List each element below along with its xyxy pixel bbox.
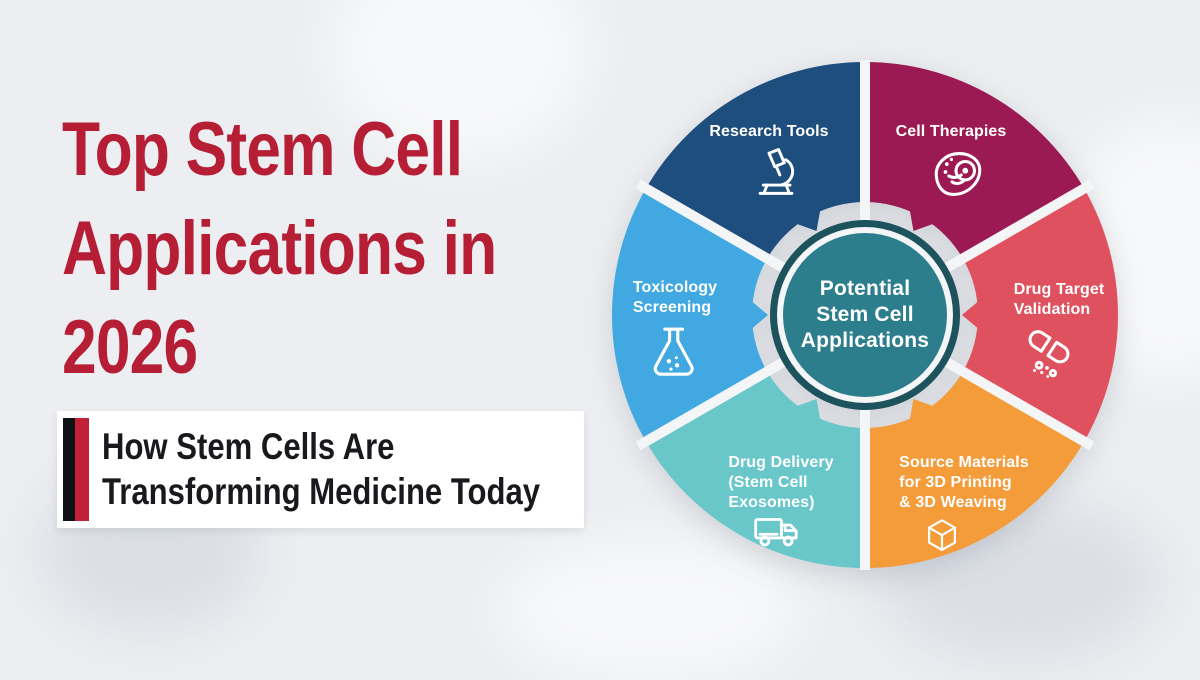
segment-label-line: Exosomes): [728, 494, 815, 511]
segment-source-materials-3d-label: Source Materials for 3D Printing & 3D Weav…: [899, 453, 1029, 513]
segment-gap: [635, 356, 788, 451]
segment-label-line: for 3D Printing: [899, 474, 1012, 491]
subtitle-bar-red: [75, 418, 89, 521]
segment-label-line: Drug Target: [1013, 281, 1105, 298]
page-title-line: 2026: [62, 305, 198, 390]
segment-label-line: Screening: [632, 299, 712, 316]
segment-label-line: Drug Delivery: [728, 454, 834, 471]
subtitle-accent-bars: [63, 418, 89, 521]
segment-gap: [942, 356, 1095, 451]
page-title: Top Stem Cell Applications in 2026: [62, 100, 497, 397]
capsule-icon: [1020, 327, 1078, 385]
segment-research-tools-arc: [645, 62, 865, 259]
subtitle-line: Transforming Medicine Today: [102, 471, 541, 512]
segment-label-line: Toxicology: [632, 279, 718, 296]
subtitle-text: How Stem Cells Are Transforming Medicine…: [102, 424, 540, 514]
wheel-center-line: Potential: [819, 277, 911, 300]
microscope-icon: [748, 145, 804, 201]
wheel-center-line: Stem Cell: [816, 303, 914, 326]
segment-research-tools-pointer: [794, 207, 821, 231]
wheel-center-line: Applications: [800, 329, 930, 352]
segment-source-materials-3d-pointer: [909, 399, 936, 423]
subtitle-bar-black: [63, 418, 75, 521]
truck-icon: [752, 506, 806, 560]
segment-drug-target-validation-arc: [962, 188, 1118, 442]
segment-source-materials-3d-arc: [865, 371, 1085, 568]
segment-gap: [635, 179, 788, 274]
cube-icon: [921, 516, 963, 558]
wheel-center-label: Potential Stem Cell Applications: [780, 276, 950, 354]
segment-gap: [942, 179, 1095, 274]
segment-cell-therapies-pointer: [909, 207, 936, 231]
segment-drug-delivery-exosomes-arc: [645, 371, 865, 568]
segment-research-tools-label: Research Tools: [709, 122, 828, 142]
segment-label-line: Validation: [1013, 301, 1091, 318]
segment-label-line: Cell Therapies: [895, 123, 1007, 140]
segment-label-line: Research Tools: [709, 123, 829, 140]
cell-icon: [929, 145, 987, 203]
segment-cell-therapies-label: Cell Therapies: [896, 122, 1007, 142]
page-title-line: Top Stem Cell: [62, 107, 463, 192]
segment-drug-delivery-exosomes-pointer: [794, 399, 821, 423]
segment-label-line: Source Materials: [899, 454, 1029, 471]
applications-wheel-diagram: Potential Stem Cell Applications Researc…: [610, 60, 1120, 570]
segment-label-line: (Stem Cell: [728, 474, 808, 491]
segment-drug-target-validation-pointer: [962, 299, 981, 331]
subtitle-box: How Stem Cells Are Transforming Medicine…: [57, 411, 584, 528]
segment-toxicology-screening-pointer: [749, 299, 768, 331]
subtitle-line: How Stem Cells Are: [102, 426, 395, 467]
segment-toxicology-screening-arc: [612, 188, 768, 442]
flask-icon: [643, 323, 703, 383]
page-title-line: Applications in: [62, 206, 497, 291]
center-disc: [783, 233, 947, 397]
segment-label-line: & 3D Weaving: [899, 494, 1007, 511]
